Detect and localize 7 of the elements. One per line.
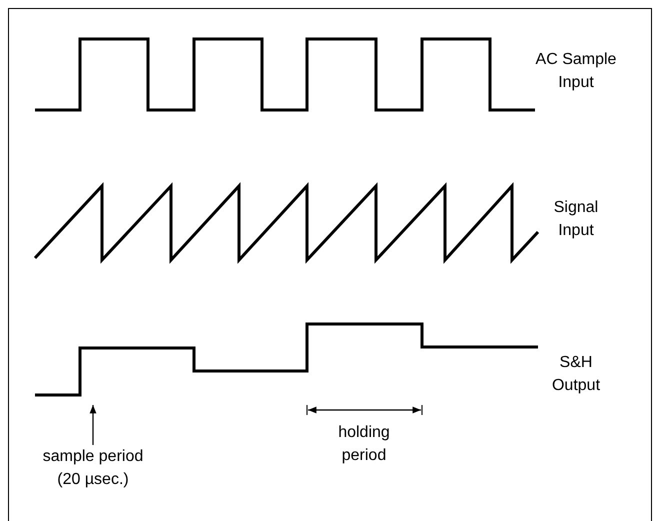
waveform-label: S&H Output	[550, 353, 602, 396]
waveform-label: AC Sample Input	[534, 50, 618, 93]
waveform-label: Signal Input	[552, 198, 600, 241]
dimension-label: holding period	[337, 423, 391, 466]
annotation-text: sample period (20 µsec.)	[34, 445, 152, 491]
leader-arrow	[90, 405, 96, 445]
step-waveform	[35, 322, 538, 396]
